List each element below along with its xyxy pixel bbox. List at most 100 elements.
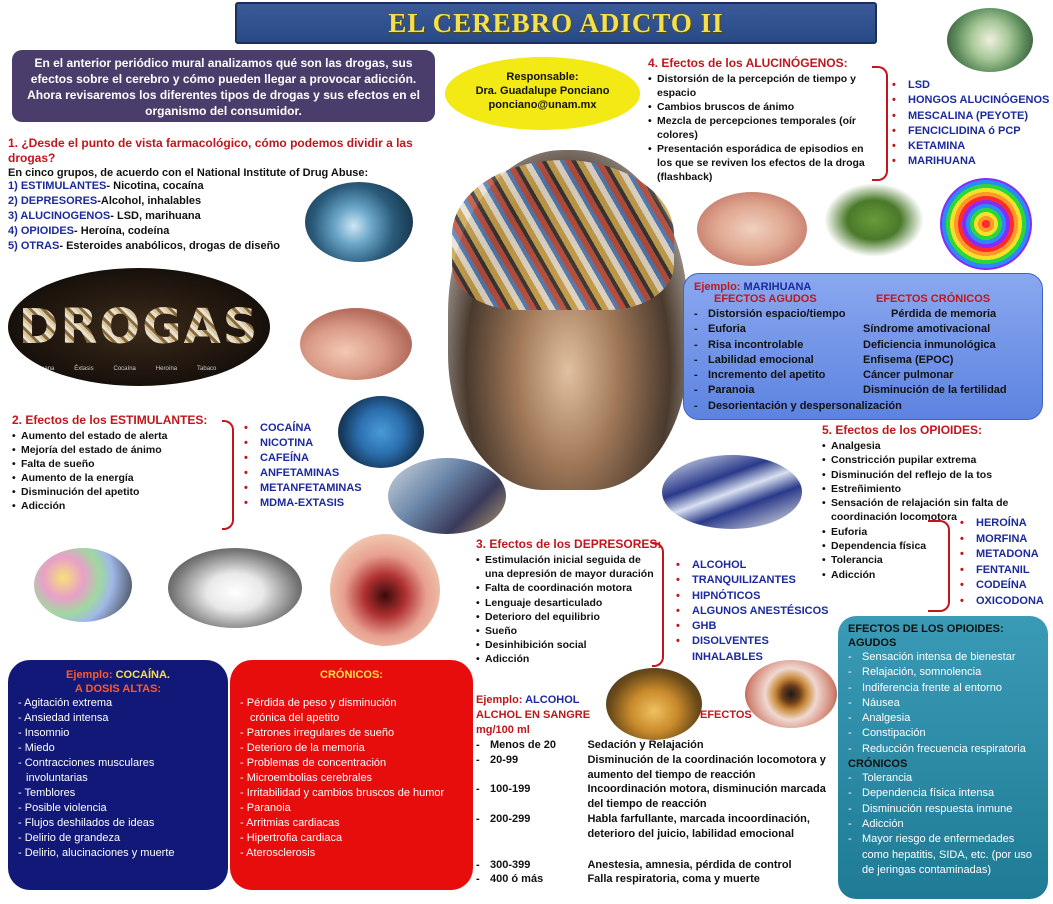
list-item: - Insomnio (18, 727, 70, 739)
list-item: Deficiencia inmunológica (863, 338, 996, 351)
section-4-title: 4. Efectos de los ALUCINÓGENOS: (648, 56, 848, 70)
cocaina-box: Ejemplo: COCAÍNA. A DOSIS ALTAS: - Agita… (8, 660, 228, 890)
estimulantes-effects: Aumento del estado de alerta Mejoría del… (12, 429, 224, 513)
list-item: - Paranoia (240, 802, 291, 814)
opioides-cronicos-list: Tolerancia Dependencia física intensa Di… (848, 771, 1038, 878)
list-item: METADONA (960, 547, 1044, 563)
psychedelic-spiral-photo (940, 178, 1032, 270)
opioides-agudos-title: AGUDOS (848, 637, 897, 649)
list-item: Euforia (694, 322, 863, 338)
list-item: - Flujos deshilados de ideas (18, 817, 155, 829)
list-item: Incremento del apetito (694, 368, 863, 384)
cocaina-subtitle: A DOSIS ALTAS: (74, 683, 162, 695)
responsable-email[interactable]: ponciano@unam.mx (488, 99, 597, 111)
list-item: Mejoría del estado de ánimo (12, 443, 224, 457)
list-item: Disminución respuesta inmune (848, 802, 1038, 818)
list-item: Aumento del estado de alerta (12, 429, 224, 443)
list-item: involuntarias (26, 772, 88, 784)
list-item: MARIHUANA (892, 154, 1049, 170)
list-item: - Irritabilidad y cambios bruscos de hum… (240, 787, 445, 799)
depresores-bracket (652, 542, 664, 667)
cronicos-heading: CRÓNICOS: (320, 669, 383, 681)
opioides-effects-box: EFECTOS DE LOS OPIOIDES: AGUDOS Sensació… (838, 616, 1048, 899)
mouth-photo (330, 534, 440, 646)
list-item: - Patrones irregulares de sueño (240, 727, 395, 739)
section-1-title: 1. ¿Desde el punto de vista farmacológic… (8, 136, 413, 165)
depresores-effects: Estimulación inicial seguida de una depr… (476, 553, 662, 667)
section-2-title: 2. Efectos de los ESTIMULANTES: (12, 413, 208, 427)
marihuana-agudos: Distorsión espacio/tiempo Euforia Risa i… (694, 307, 863, 399)
list-item: ANFETAMINAS (244, 466, 362, 481)
list-item: - Arritmias cardiacas (240, 817, 340, 829)
list-item: FENCICLIDINA ó PCP (892, 124, 1049, 140)
marihuana-heading: Ejemplo: MARIHUANA (694, 281, 812, 293)
alucinogenos-drug-list: LSD HONGOS ALUCINÓGENOS MESCALINA (PEYOT… (892, 78, 1049, 170)
drug-group-item: 2) DEPRESORES-Alcohol, inhalables (8, 195, 202, 207)
cocaina-items: - Agitación extrema - Ansiedad intensa -… (18, 696, 218, 861)
list-item: HEROÍNA (960, 516, 1044, 532)
markers-photo (662, 455, 802, 529)
depresores-drug-list: ALCOHOL TRANQUILIZANTES HIPNÓTICOS ALGUN… (676, 558, 829, 665)
marihuana-column-headers: EFECTOS AGUDOS EFECTOS CRÓNICOS (714, 293, 991, 305)
list-item: Dependencia física intensa (848, 786, 1038, 802)
list-item: Indiferencia frente al entorno (848, 681, 1038, 697)
alcohol-example: Ejemplo: ALCOHOL ALCHOL EN SANGRE mg/100… (476, 693, 836, 738)
list-item: TRANQUILIZANTES (676, 573, 829, 589)
intro-box: En el anterior periódico mural analizamo… (12, 50, 435, 122)
list-item: Estreñimiento (822, 482, 1044, 497)
list-item: Reducción frecuencia respiratoria (848, 742, 1038, 758)
section-3-title: 3. Efectos de los DEPRESORES: (476, 537, 662, 551)
list-item: Estimulación inicial seguida de una depr… (476, 553, 662, 581)
list-item: ALGUNOS ANESTÉSICOS (676, 604, 829, 620)
list-item: Desinhibición social (476, 638, 662, 652)
page-title: EL CEREBRO ADICTO II (388, 7, 724, 38)
list-item: Falta de sueño (12, 457, 224, 471)
list-item: Sensación intensa de bienestar (848, 650, 1038, 666)
cocaine-photo (168, 548, 302, 628)
alucinogenos-effects: Distorsión de la percepción de tiempo y … (648, 72, 874, 184)
list-item: ALCOHOL (676, 558, 829, 574)
eye-photo (745, 660, 837, 728)
list-item: HIPNÓTICOS (676, 589, 829, 605)
list-item: - Posible violencia (18, 802, 107, 814)
estimulantes-bracket (222, 420, 234, 530)
list-item: Constipación (848, 726, 1038, 742)
opioides-effects: Analgesia Constricción pupilar extrema D… (822, 439, 1044, 582)
list-item: Adicción (476, 652, 662, 666)
list-item: - Pérdida de peso y disminución (240, 697, 397, 709)
section-1-lead: En cinco grupos, de acuerdo con el Natio… (8, 167, 369, 179)
list-item: MORFINA (960, 532, 1044, 548)
marijuana-leaf-photo (820, 180, 928, 260)
marihuana-columns: Distorsión espacio/tiempo Euforia Risa i… (694, 307, 1032, 399)
drug-group-item: 4) OPIOIDES- Heroína, codeína (8, 225, 170, 237)
list-item: Analgesia (848, 711, 1038, 727)
list-item: - Temblores (18, 787, 76, 799)
synapse-photo (305, 182, 413, 262)
ecstasy-pills-photo (34, 548, 132, 622)
estimulantes-drug-list: COCAÍNA NICOTINA CAFEÍNA ANFETAMINAS MET… (244, 421, 362, 511)
list-item: GHB (676, 619, 829, 635)
alcohol-line3: mg/100 ml (476, 724, 530, 736)
responsable-badge: Responsable: Dra. Guadalupe Ponciano pon… (445, 57, 640, 130)
alcohol-line2: ALCHOL EN SANGRE (476, 709, 591, 721)
list-item: Cambios bruscos de ánimo (648, 100, 874, 114)
drug-group-item: 5) OTRAS- Esteroides anabólicos, drogas … (8, 240, 281, 252)
hand-stamp-photo (697, 192, 807, 266)
list-item: - Deterioro de la memoria (240, 742, 365, 754)
list-item: - Hipertrofia cardiaca (240, 832, 343, 844)
cronicos-box: CRÓNICOS: - Pérdida de peso y disminució… (230, 660, 473, 890)
list-item: Disminución del reflejo de la tos (822, 468, 1044, 483)
alcohol-heading: Ejemplo: ALCOHOL (476, 694, 580, 706)
title-banner: EL CEREBRO ADICTO II (235, 2, 877, 44)
list-item: Lenguaje desarticulado (476, 596, 662, 610)
list-item: COCAÍNA (244, 421, 362, 436)
list-item: Síndrome amotivacional (863, 323, 991, 336)
section-opioides: 5. Efectos de los OPIOIDES: Analgesia Co… (822, 423, 1044, 582)
